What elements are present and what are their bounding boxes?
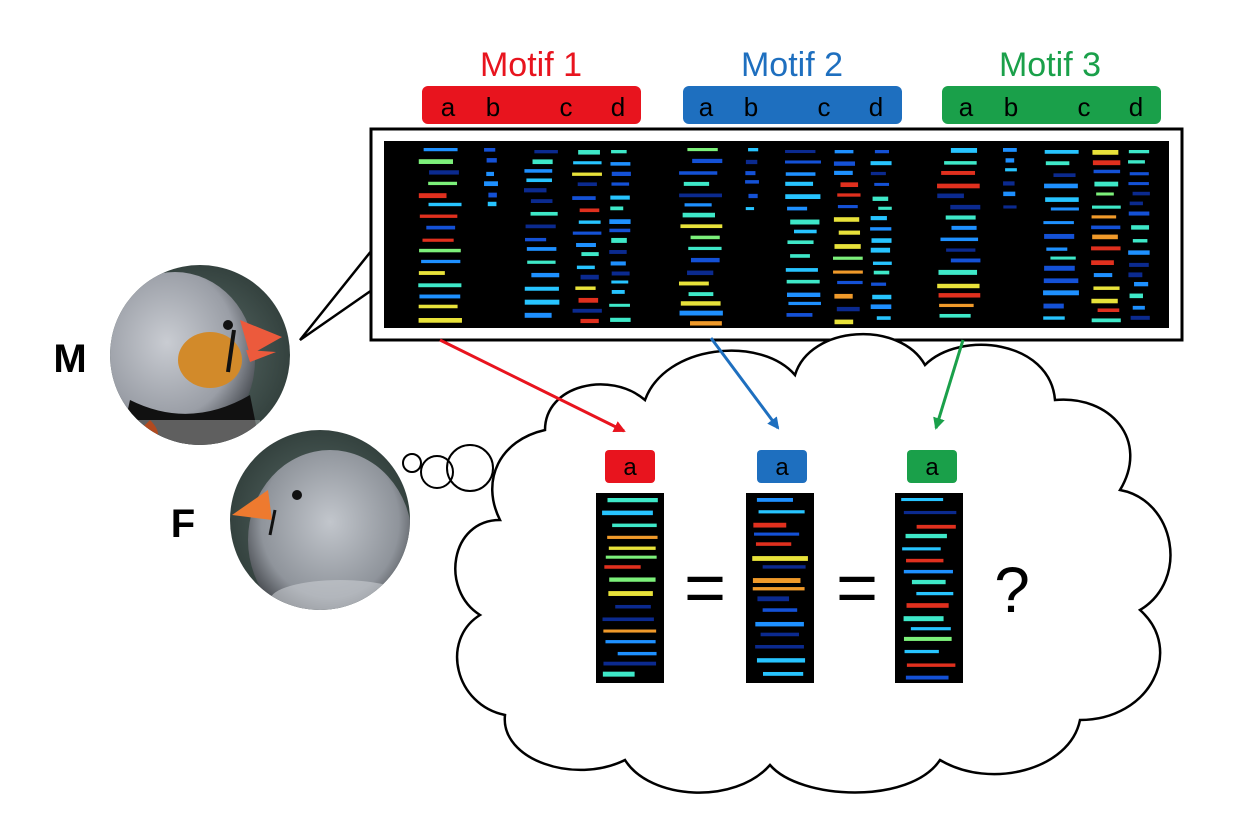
- motif-3-syllable-a: a: [959, 92, 974, 122]
- motif-2-syllable-a: a: [699, 92, 714, 122]
- question-mark: ?: [994, 554, 1030, 626]
- equals-sign-1: =: [684, 548, 726, 628]
- tag-a-blue: [757, 450, 807, 483]
- motif-3-syllable-c: c: [1078, 92, 1091, 122]
- motif-3-title: Motif 3: [999, 46, 1101, 84]
- motif-1-bar: a b c d: [422, 86, 641, 124]
- motif-1-syllable-d: d: [611, 92, 625, 122]
- equals-sign-2: =: [836, 548, 878, 628]
- female-label: F: [171, 502, 195, 546]
- syllable-spectrogram-marks: [602, 498, 957, 680]
- male-label: M: [53, 337, 86, 381]
- motif-1-syllable-c: c: [560, 92, 573, 122]
- motif-2-title: Motif 2: [741, 46, 843, 84]
- syllable-spectrogram-3: [895, 493, 963, 683]
- motif-1-syllable-b: b: [486, 92, 500, 122]
- tag-a-red: [605, 450, 655, 483]
- motif-2-syllable-c: c: [818, 92, 831, 122]
- motif-2-syllable-d: d: [869, 92, 883, 122]
- tag-a-blue-label: a: [775, 454, 789, 481]
- female-bird-photo: [230, 430, 410, 610]
- motif-1-title: Motif 1: [480, 46, 582, 84]
- spectrogram: [384, 141, 1169, 328]
- male-bird-photo: [110, 265, 290, 445]
- arrow-motif-3: [933, 339, 965, 430]
- motif-3-bar: a b c d: [942, 86, 1161, 124]
- spectrogram-marks: [418, 148, 1150, 326]
- motif-2-bar: a b c d: [683, 86, 902, 124]
- tag-a-green-label: a: [925, 454, 939, 481]
- tag-a-red-label: a: [623, 454, 637, 481]
- thought-dots: [402, 444, 494, 492]
- speech-pointer: [299, 249, 373, 342]
- motif-3-syllable-b: b: [1004, 92, 1018, 122]
- arrow-motif-1: [439, 338, 626, 433]
- tag-a-green: [907, 450, 957, 483]
- motif-2-syllable-b: b: [744, 92, 758, 122]
- motif-3-syllable-d: d: [1129, 92, 1143, 122]
- motif-1-syllable-a: a: [441, 92, 456, 122]
- arrow-motif-2: [709, 337, 780, 430]
